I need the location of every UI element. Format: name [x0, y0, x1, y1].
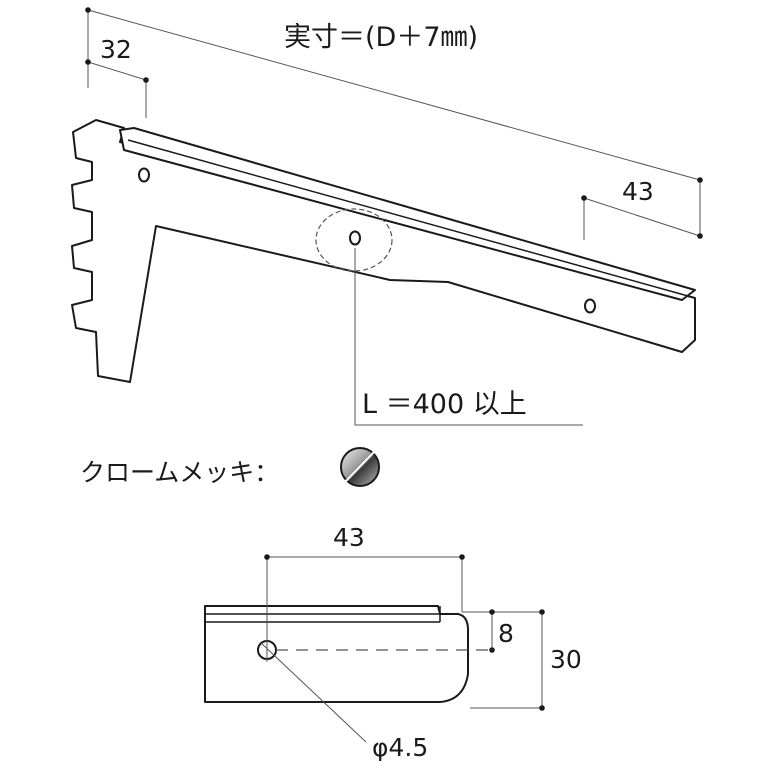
tip-dim-8-label: 8 — [498, 619, 514, 648]
tip-detail — [204, 605, 490, 743]
tip-dim-30-label: 30 — [550, 645, 582, 674]
hole-leader — [259, 641, 367, 743]
length-note: L ＝400 以上 — [362, 389, 527, 420]
dim-32-label: 32 — [100, 35, 132, 64]
finish-label: クロームメッキ： — [80, 458, 279, 487]
mount-hole-mid — [349, 230, 361, 246]
bracket-perspective — [71, 119, 696, 426]
length-leader — [354, 248, 583, 426]
bracket-body — [71, 119, 696, 383]
mount-hole-rear — [138, 167, 150, 183]
chrome-swatch-icon — [340, 447, 380, 487]
top-dimensions — [85, 7, 703, 240]
mount-hole-front — [584, 298, 596, 314]
bottom-dimensions — [264, 554, 545, 711]
bracket-top-rail — [119, 127, 696, 301]
dim-43-label: 43 — [622, 177, 654, 206]
highlight-ellipse — [315, 208, 393, 272]
tip-profile — [204, 605, 469, 703]
tip-dim-43-label: 43 — [333, 523, 365, 552]
actual-dimension-label: 実寸＝(D＋7㎜) — [284, 22, 478, 53]
hole-diameter-label: φ4.5 — [372, 733, 428, 762]
